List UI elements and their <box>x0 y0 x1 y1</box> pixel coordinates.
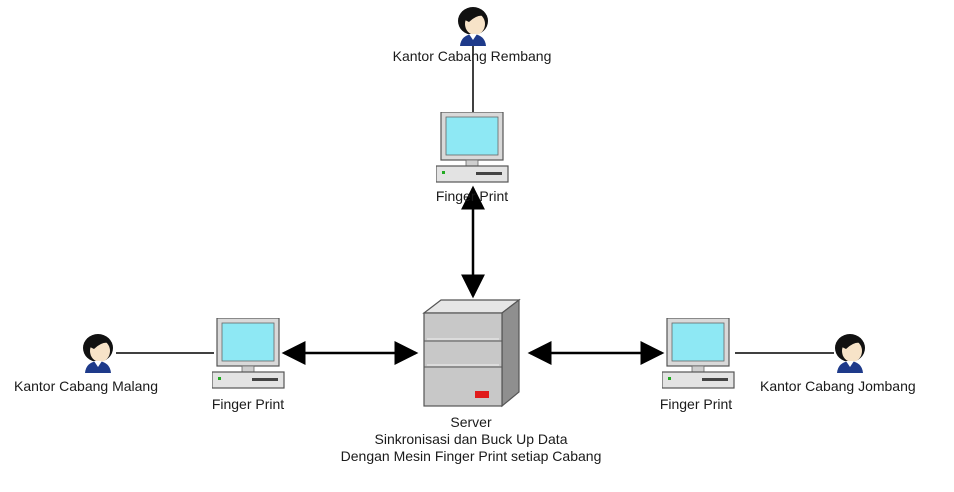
label-finger-print-right: Finger Print <box>659 396 733 412</box>
server-caption-line2: Dengan Mesin Finger Print setiap Cabang <box>340 448 602 464</box>
label-finger-print-top: Finger Print <box>435 188 509 204</box>
computer-icon <box>662 318 735 389</box>
server-icon <box>422 298 521 408</box>
label-kantor-malang: Kantor Cabang Malang <box>14 378 158 394</box>
label-finger-print-left: Finger Print <box>211 396 285 412</box>
label-kantor-rembang: Kantor Cabang Rembang <box>392 48 552 64</box>
server-caption-title: Server <box>450 414 492 430</box>
label-kantor-jombang: Kantor Cabang Jombang <box>760 378 916 394</box>
person-icon <box>83 334 113 373</box>
server-caption: Server Sinkronisasi dan Buck Up Data Den… <box>341 414 602 465</box>
person-icon <box>835 334 865 373</box>
server-caption-line1: Sinkronisasi dan Buck Up Data <box>374 431 568 447</box>
person-icon <box>458 7 488 46</box>
computer-icon <box>436 112 509 183</box>
computer-icon <box>212 318 285 389</box>
